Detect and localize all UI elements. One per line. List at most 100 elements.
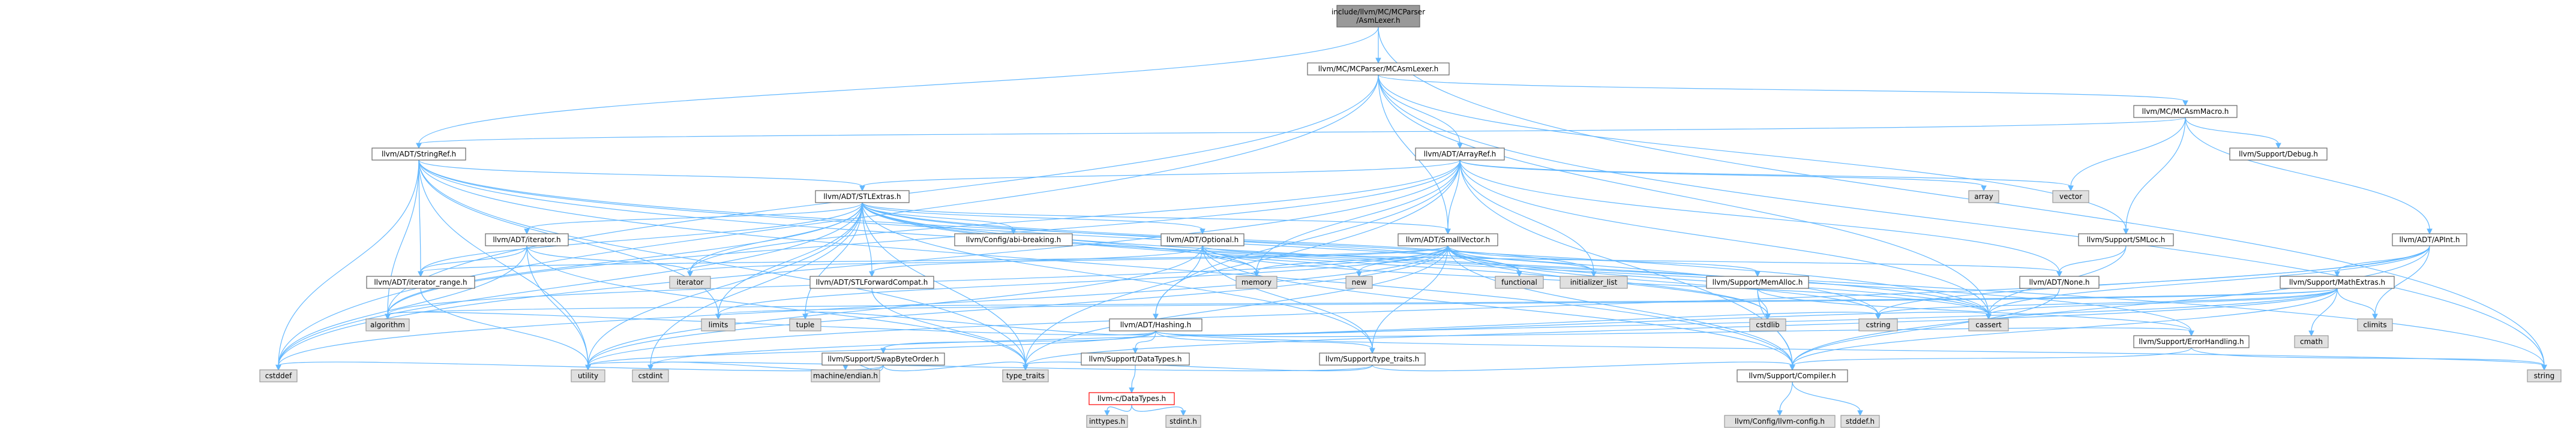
node-stlextras[interactable]: llvm/ADT/STLExtras.h: [815, 190, 910, 203]
node-iterrange[interactable]: llvm/ADT/iterator_range.h: [366, 276, 475, 289]
edge-arrowhead-hashing-to-cassert: [1986, 314, 1992, 320]
node-box-new: [1345, 276, 1373, 289]
node-stlforward[interactable]: llvm/ADT/STLForwardCompat.h: [809, 276, 934, 289]
edge-smallvector-to-utility: [587, 245, 1449, 366]
edge-stlextras-to-cstdint: [650, 202, 863, 366]
node-box-typetraits: [1002, 369, 1049, 382]
node-label-cmath: cmath: [2300, 337, 2323, 346]
node-label-mcasmmacro: llvm/MC/MCAsmMacro.h: [2142, 107, 2229, 116]
edge-smallvector-to-new: [1359, 245, 1449, 273]
edge-mcasmmacro-to-vector: [2070, 117, 2186, 187]
node-tuple: tuple: [789, 318, 821, 331]
edge-smallvector-to-initlist: [1447, 245, 1594, 273]
node-label-optional: llvm/ADT/Optional.h: [1166, 236, 1238, 244]
node-label-cstring: cstring: [1866, 321, 1890, 329]
node-box-array: [1968, 190, 1999, 203]
node-label-cstddef: cstddef: [265, 372, 292, 380]
edge-stlextras-to-cstddef: [278, 202, 863, 366]
edge-typetraitsh-to-typetraits: [1025, 361, 1373, 372]
node-label-stringref: llvm/ADT/StringRef.h: [382, 150, 456, 158]
edge-stringref-to-typetraits: [418, 159, 1026, 366]
node-label-stlextras: llvm/ADT/STLExtras.h: [823, 192, 901, 201]
node-label-cstdint: cstdint: [638, 372, 663, 380]
node-adtiterator[interactable]: llvm/ADT/iterator.h: [485, 233, 569, 246]
node-cstdint: cstdint: [632, 369, 669, 382]
node-abibreaking[interactable]: llvm/Config/abi-breaking.h: [954, 233, 1073, 246]
node-box-tuple: [789, 318, 821, 331]
edge-adtiterator-to-typetraits: [526, 245, 1026, 366]
node-label-datatypes: llvm/Support/DataTypes.h: [1089, 355, 1182, 363]
edge-arrayref-to-array: [1459, 159, 1984, 187]
edge-arrowhead-smallvector-to-memory: [1253, 271, 1259, 278]
edge-hashing-to-tuple: [805, 312, 1156, 336]
node-label-cassert: cassert: [1975, 321, 2002, 329]
node-label-initlist: initializer_list: [1570, 278, 1618, 287]
node-debug[interactable]: llvm/Support/Debug.h: [2229, 147, 2328, 161]
edge-adtiterator-to-utility: [526, 245, 589, 366]
edge-smallvector-to-typetraitsh: [1372, 245, 1449, 349]
edge-arrowhead-mcasmmacro-to-vector: [2068, 185, 2074, 192]
node-mathextras[interactable]: llvm/Support/MathExtras.h: [2280, 276, 2395, 289]
node-memalloc[interactable]: llvm/Support/MemAlloc.h: [1706, 276, 1809, 289]
edge-stringref-to-stlextras: [418, 159, 863, 187]
node-box-cdatatypes: [1088, 392, 1175, 405]
edge-apint-to-compiler: [1792, 245, 2430, 366]
node-stringref[interactable]: llvm/ADT/StringRef.h: [371, 147, 466, 161]
edge-mcasmlexer-to-mcasmmacro: [1378, 74, 2186, 102]
edge-arrowhead-mcasmlexer-to-arrayref: [1457, 143, 1463, 149]
edge-arrowhead-errorhandling-to-compiler: [1789, 364, 1795, 371]
edge-arrowhead-smallvector-to-iterrange: [418, 271, 424, 278]
node-root[interactable]: include/llvm/MC/MCParser/AsmLexer.h: [1332, 5, 1425, 28]
node-box-hashing: [1109, 318, 1202, 331]
node-box-optional: [1160, 233, 1244, 246]
node-label-root: /AsmLexer.h: [1356, 16, 1400, 25]
node-box-smallvector: [1398, 233, 1498, 246]
node-mcasmmacro[interactable]: llvm/MC/MCAsmMacro.h: [2133, 105, 2238, 118]
edge-arrayref-to-memory: [1256, 159, 1461, 273]
edge-root-to-string: [1378, 26, 2545, 366]
node-arrayref[interactable]: llvm/ADT/ArrayRef.h: [1415, 147, 1505, 161]
node-swapbyteorder[interactable]: llvm/Support/SwapByteOrder.h: [821, 352, 945, 366]
node-apint[interactable]: llvm/ADT/APInt.h: [2392, 233, 2467, 246]
edge-stlextras-to-utility: [587, 202, 863, 366]
edge-arrowhead-datatypes-to-cdatatypes: [1129, 387, 1135, 394]
edge-stringref-to-iterrange: [418, 159, 421, 273]
node-memory: memory: [1235, 276, 1277, 289]
node-cdatatypes[interactable]: llvm-c/DataTypes.h: [1088, 392, 1175, 405]
edge-errorhandling-to-string: [2191, 347, 2545, 366]
edge-smallvector-to-compiler: [1447, 245, 1793, 366]
node-label-smloc: llvm/Support/SMLoc.h: [2087, 236, 2166, 244]
node-box-iterrange: [366, 276, 475, 289]
node-optional[interactable]: llvm/ADT/Optional.h: [1160, 233, 1244, 246]
edge-stlextras-to-stlforward: [862, 202, 872, 273]
edge-arrayref-to-typetraits: [1025, 159, 1461, 366]
node-errorhandling[interactable]: llvm/Support/ErrorHandling.h: [2133, 335, 2250, 348]
node-typetraitsh[interactable]: llvm/Support/type_traits.h: [1319, 352, 1426, 366]
edge-arrayref-to-none: [1459, 159, 2060, 273]
edge-compiler-to-llvmconfig: [1779, 381, 1793, 412]
edge-arrowhead-mathextras-to-limits: [715, 314, 721, 320]
node-inttypes: inttypes.h: [1086, 415, 1128, 428]
node-box-errorhandling: [2133, 335, 2250, 348]
node-compiler[interactable]: llvm/Support/Compiler.h: [1737, 369, 1848, 382]
edge-arrowhead-smallvector-to-new: [1356, 271, 1362, 278]
edge-stringref-to-cstddef: [278, 159, 419, 366]
edge-apint-to-mathextras: [2337, 245, 2430, 273]
edge-arrowhead-smallvector-to-memalloc: [1755, 271, 1761, 278]
node-label-stdint: stdint.h: [1169, 417, 1197, 426]
node-none[interactable]: llvm/ADT/None.h: [2019, 276, 2100, 289]
edge-arrayref-to-cstddef: [278, 159, 1461, 366]
node-smloc[interactable]: llvm/Support/SMLoc.h: [2078, 233, 2174, 246]
edge-arrowhead-stlextras-to-smallvector: [1445, 228, 1451, 235]
node-label-debug: llvm/Support/Debug.h: [2239, 150, 2318, 158]
node-stdint: stdint.h: [1165, 415, 1201, 428]
node-hashing[interactable]: llvm/ADT/Hashing.h: [1109, 318, 1202, 331]
node-mcasmlexer[interactable]: llvm/MC/MCParser/MCAsmLexer.h: [1307, 62, 1450, 76]
edge-mathextras-to-cstring: [1878, 288, 2338, 315]
edge-arrowhead-mcasmmacro-to-smloc: [2123, 228, 2129, 235]
node-datatypes[interactable]: llvm/Support/DataTypes.h: [1081, 352, 1190, 366]
node-box-root: [1336, 5, 1420, 28]
node-label-compiler: llvm/Support/Compiler.h: [1749, 372, 1836, 380]
node-label-iterrange: llvm/ADT/iterator_range.h: [374, 278, 467, 287]
node-smallvector[interactable]: llvm/ADT/SmallVector.h: [1398, 233, 1498, 246]
